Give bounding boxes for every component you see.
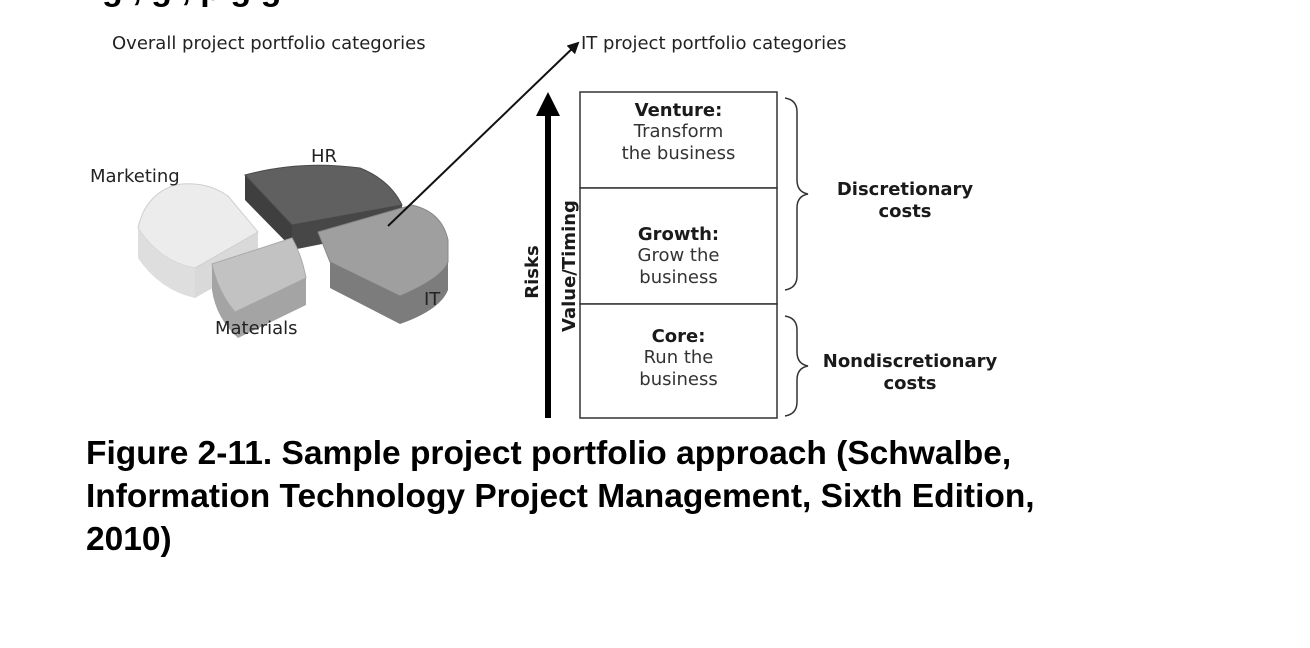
growth-box (579, 187, 778, 305)
growth-line2: business (639, 267, 718, 288)
axis-arrow-head (536, 92, 560, 116)
cropped-heading: g , g , p g g (102, 0, 1302, 12)
pie-label-it: IT (424, 289, 441, 310)
nondiscretionary-costs-label: Nondiscretionary costs (812, 351, 1008, 395)
discretionary-costs-label: Discretionary costs (815, 179, 995, 223)
pie-label-hr: HR (311, 146, 338, 167)
core-box-content: Core: Run the business (580, 326, 777, 391)
venture-box (579, 91, 778, 189)
core-line1: Run the (643, 347, 714, 368)
discretionary-line1: Discretionary (836, 179, 974, 200)
caption-line2: Information Technology Project Managemen… (86, 478, 1035, 515)
nondiscretionary-line1: Nondiscretionary (822, 351, 998, 372)
nondiscretionary-brace (784, 315, 809, 417)
right-panel-title: IT project portfolio categories (581, 33, 847, 54)
axis-label-risks: Risks (522, 245, 543, 299)
caption-line3: 2010) (86, 521, 172, 558)
venture-line1: Transform (633, 121, 724, 142)
figure-caption: Figure 2-11. Sample project portfolio ap… (86, 432, 1296, 561)
core-title: Core: (651, 326, 706, 347)
pie-slice-it (317, 204, 449, 324)
venture-title: Venture: (634, 100, 723, 121)
core-box (579, 303, 778, 419)
growth-title: Growth: (637, 224, 720, 245)
pie-label-marketing: Marketing (90, 166, 180, 187)
nondiscretionary-line2: costs (883, 373, 937, 394)
venture-box-content: Venture: Transform the business (580, 100, 777, 165)
core-line2: business (639, 369, 718, 390)
growth-box-content: Growth: Grow the business (580, 224, 777, 289)
pie-label-materials: Materials (215, 318, 298, 339)
discretionary-brace (784, 97, 809, 291)
pie-slice-marketing (137, 183, 259, 298)
growth-line1: Grow the (637, 245, 720, 266)
link-arrow (387, 41, 580, 227)
venture-line2: the business (621, 143, 736, 164)
caption-line1: Figure 2-11. Sample project portfolio ap… (86, 435, 1012, 472)
left-panel-title: Overall project portfolio categories (112, 33, 426, 54)
discretionary-line2: costs (878, 201, 932, 222)
pie-slice-materials (211, 237, 307, 338)
